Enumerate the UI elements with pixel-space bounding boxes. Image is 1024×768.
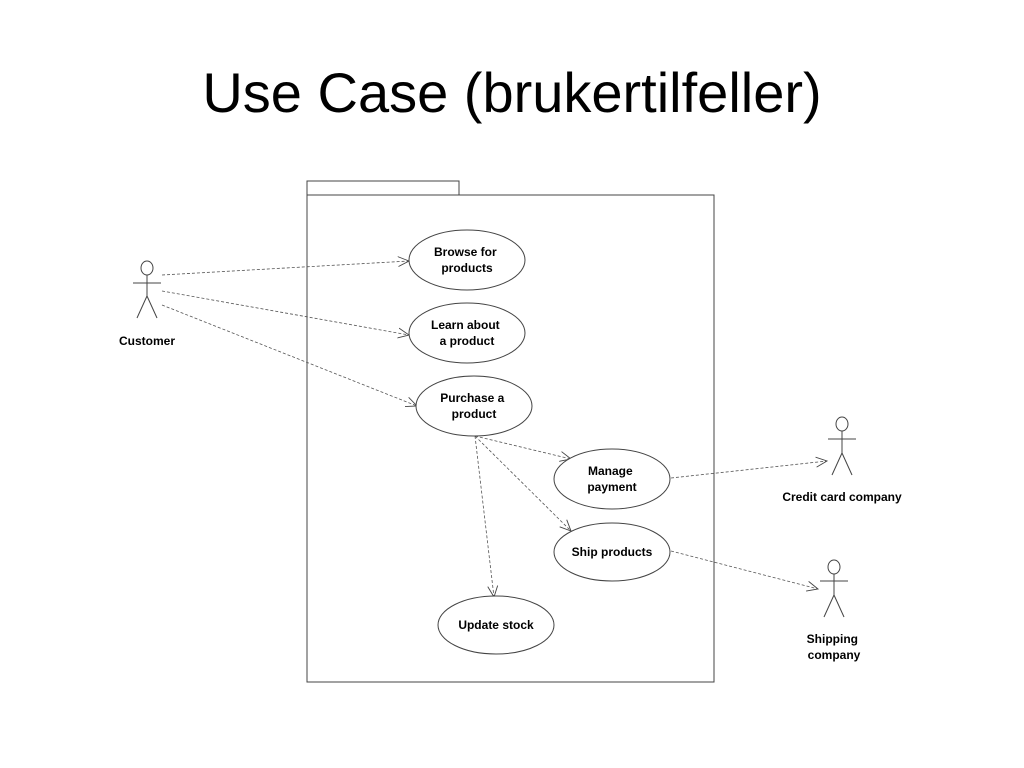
actor-shipping-company[interactable]: Shipping company (807, 559, 862, 662)
use-case-manage[interactable]: Manage payment (553, 448, 671, 510)
actor-credit-card-company[interactable]: Credit card company (782, 416, 902, 504)
use-case-learn[interactable]: Learn about a product (408, 302, 526, 364)
stick-figure-icon (133, 260, 161, 319)
stick-figure-icon (828, 416, 856, 476)
use-case-label: Browse for products (434, 245, 500, 275)
arrow-customer-browse (161, 261, 409, 276)
use-case-ship[interactable]: Ship products (553, 522, 671, 582)
use-case-label: Manage payment (587, 464, 636, 494)
use-case-update[interactable]: Update stock (437, 595, 555, 655)
use-case-label: Ship products (572, 545, 653, 559)
arrow-customer-purchase (161, 304, 417, 406)
arrow-purchase-ship (474, 435, 571, 531)
arrow-manage-credit (670, 461, 827, 479)
use-case-browse[interactable]: Browse for products (408, 229, 526, 291)
actor-label: Shipping company (807, 632, 862, 662)
actor-label: Credit card company (782, 490, 902, 504)
page-title: Use Case (brukertilfeller) (202, 61, 822, 124)
stick-figure-icon (820, 559, 848, 618)
use-case-label: Purchase a product (440, 391, 507, 421)
actor-label: Customer (119, 334, 175, 348)
arrow-purchase-manage (474, 435, 571, 459)
arrow-ship-shipping (670, 550, 818, 589)
use-case-label: Learn about a product (431, 318, 503, 348)
system-boundary (306, 180, 715, 683)
actor-customer[interactable]: Customer (119, 260, 175, 348)
system-boundary-box (306, 194, 715, 683)
arrow-purchase-update (474, 435, 494, 597)
use-case-purchase[interactable]: Purchase a product (415, 375, 533, 437)
use-case-label: Update stock (458, 618, 534, 632)
arrow-customer-learn (161, 290, 409, 335)
system-boundary-tab (306, 180, 460, 196)
